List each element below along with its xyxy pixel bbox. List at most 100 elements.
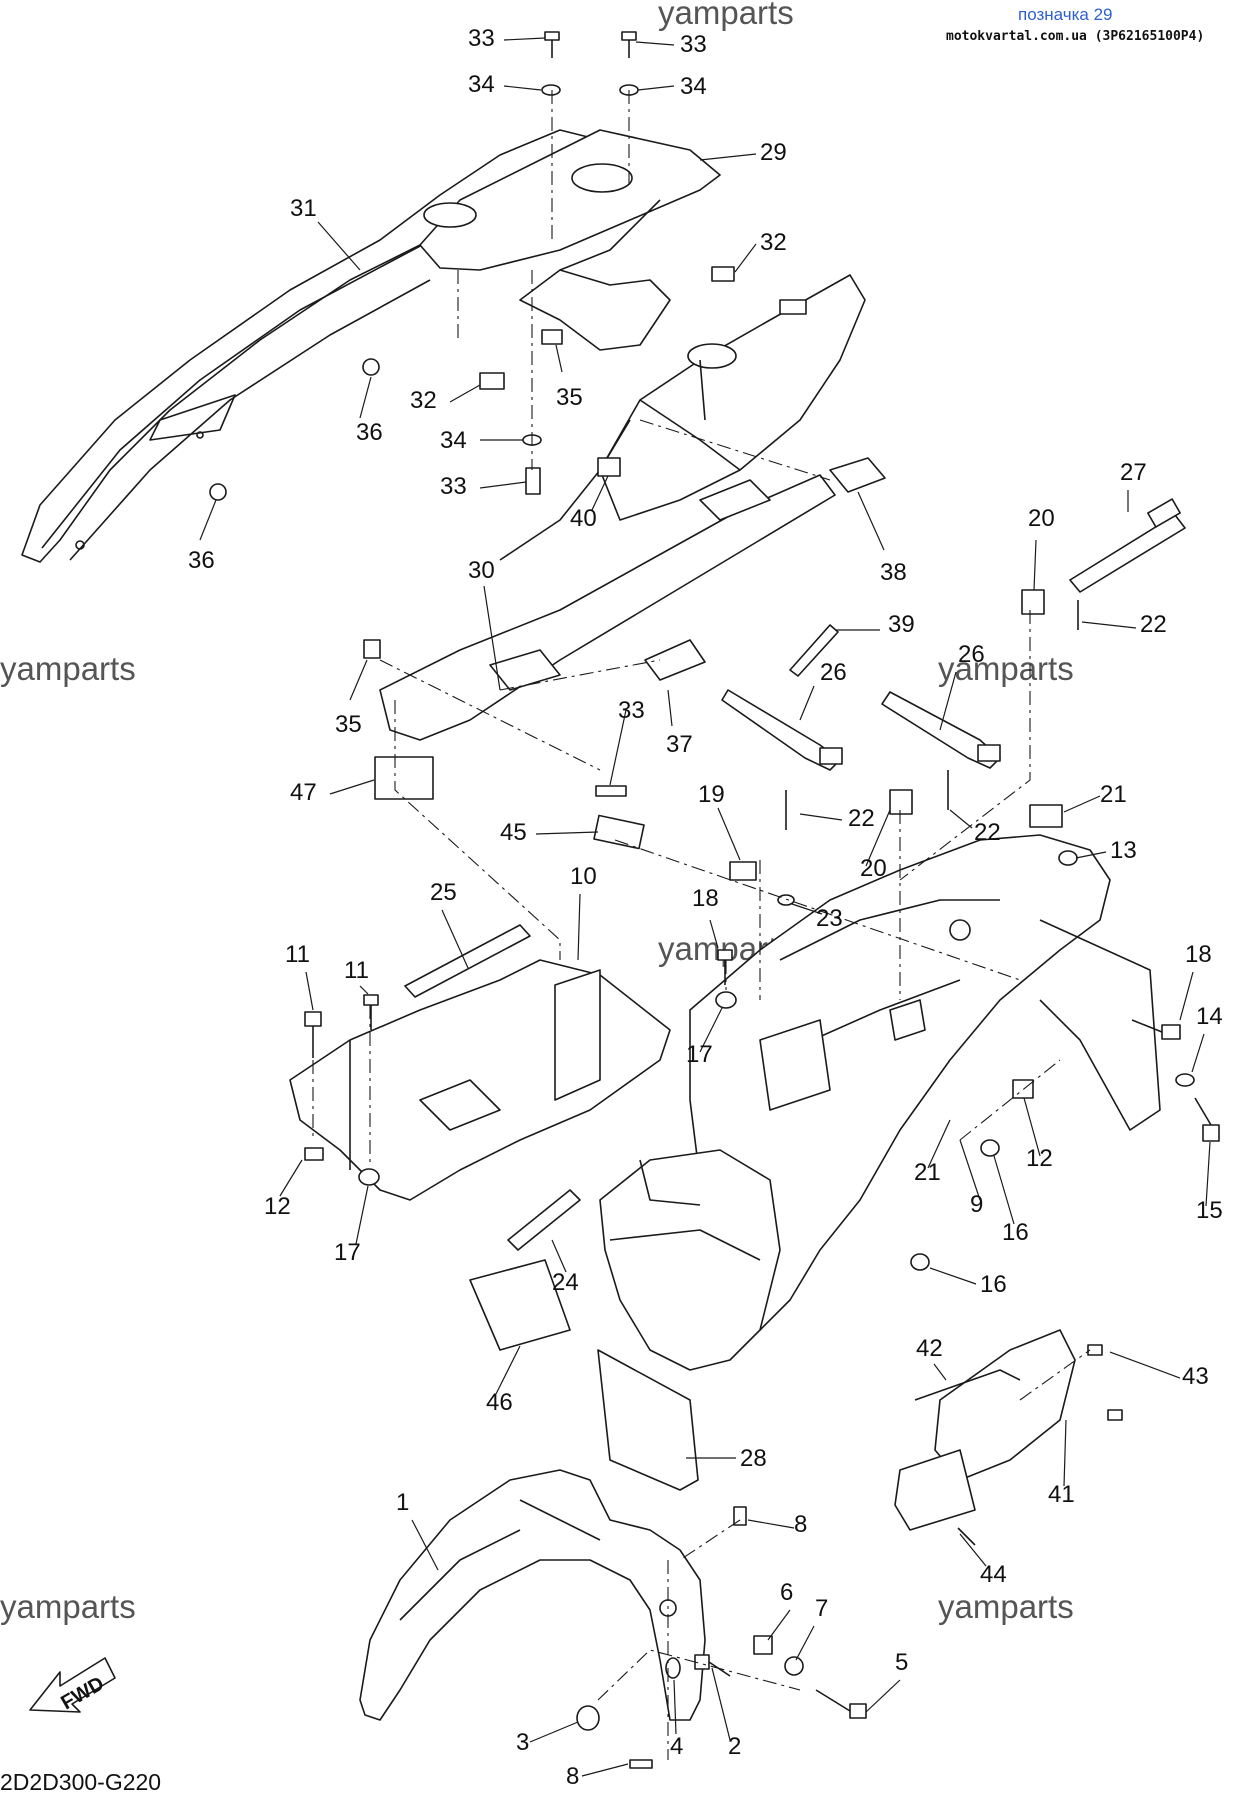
callout-1: 1 <box>396 1489 409 1516</box>
leader-line-33 <box>635 41 675 46</box>
clip-35a <box>541 329 563 345</box>
leader-line-12 <box>1023 1097 1041 1157</box>
sticker-45 <box>593 814 645 850</box>
callout-23: 23 <box>816 905 843 932</box>
clip-19 <box>729 861 757 881</box>
leader-line-5 <box>865 1679 901 1713</box>
callout-39: 39 <box>888 611 915 638</box>
callout-32: 32 <box>760 229 787 256</box>
callout-26: 26 <box>820 659 847 686</box>
rivet-16a <box>980 1139 1000 1157</box>
callout-43: 43 <box>1182 1363 1209 1390</box>
leader-line-36 <box>359 376 372 419</box>
strap-26a <box>721 689 843 771</box>
nut-17b <box>715 991 737 1009</box>
leader-line-32 <box>449 384 481 403</box>
callout-47: 47 <box>290 779 317 806</box>
leader-line-17 <box>355 1185 369 1245</box>
washer-7 <box>784 1656 804 1676</box>
leader-line-43 <box>1109 1351 1181 1379</box>
leader-line-34 <box>503 85 542 91</box>
leader-line-37 <box>667 689 673 727</box>
leader-line-41 <box>1063 1419 1067 1487</box>
bolt-33b <box>621 31 637 58</box>
callout-20: 20 <box>860 855 887 882</box>
callout-9: 9 <box>970 1191 983 1218</box>
leader-line-47 <box>329 779 375 795</box>
clip-21a <box>1029 804 1063 828</box>
callout-16: 16 <box>980 1271 1007 1298</box>
nut-17a <box>358 1168 380 1186</box>
leader-line-8 <box>747 1519 795 1529</box>
callout-15: 15 <box>1196 1197 1223 1224</box>
hardware <box>209 31 1220 1769</box>
callout-13: 13 <box>1110 837 1137 864</box>
bolt-15 <box>1194 1097 1220 1142</box>
leader-line-22 <box>799 813 843 821</box>
block-47 <box>374 756 434 800</box>
callout-22: 22 <box>1140 611 1167 638</box>
leader-line-32 <box>734 243 757 273</box>
leader-line-33 <box>503 37 546 41</box>
screw-18b <box>717 949 733 985</box>
callout-31: 31 <box>290 195 317 222</box>
callout-33: 33 <box>468 25 495 52</box>
clip-35b <box>363 639 381 659</box>
plate-46 <box>469 1259 571 1351</box>
leader-line-24 <box>551 1239 567 1273</box>
callout-18: 18 <box>1185 941 1212 968</box>
callout-4: 4 <box>670 1733 683 1760</box>
callout-22: 22 <box>974 819 1001 846</box>
leader-line-44 <box>959 1533 987 1567</box>
callout-33: 33 <box>440 473 467 500</box>
leader-line-2 <box>711 1667 731 1741</box>
rivet-36b <box>209 483 227 501</box>
leader-line-7 <box>795 1625 815 1661</box>
callout-35: 35 <box>335 711 362 738</box>
leader-line-34 <box>637 85 675 91</box>
strap-26b <box>881 691 1001 769</box>
callout-12: 12 <box>1026 1145 1053 1172</box>
washer-14 <box>1175 1073 1195 1087</box>
nut-32a <box>479 372 505 390</box>
leader-line-16 <box>929 1267 977 1285</box>
seat-plate-29 <box>419 129 721 351</box>
watermark-left-low: yamparts <box>0 1588 136 1625</box>
leader-line-29 <box>699 153 757 161</box>
header-source: motokvartal.com.ua (3P62165100P4) <box>946 29 1204 44</box>
bracket-39 <box>789 624 839 677</box>
grommet-3 <box>576 1705 600 1731</box>
strap-24 <box>507 1189 581 1251</box>
leader-line-31 <box>317 221 361 271</box>
callout-30: 30 <box>468 557 495 584</box>
leader-line-21 <box>1063 795 1101 813</box>
leader-line-26 <box>939 671 957 731</box>
callout-44: 44 <box>980 1561 1007 1588</box>
callout-14: 14 <box>1196 1003 1223 1030</box>
callout-38: 38 <box>880 559 907 586</box>
callout-17: 17 <box>686 1041 713 1068</box>
leader-line-26 <box>799 685 815 721</box>
screw-43a <box>1087 1344 1103 1356</box>
callout-21: 21 <box>1100 781 1127 808</box>
bolt-33a <box>544 31 560 58</box>
watermark-right-mid: yamparts <box>938 650 1074 687</box>
washer-23 <box>777 894 795 906</box>
callout-41: 41 <box>1048 1481 1075 1508</box>
callout-17: 17 <box>334 1239 361 1266</box>
gasket-37 <box>644 639 706 681</box>
callout-25: 25 <box>430 879 457 906</box>
header-title: позначка 29 <box>1018 5 1113 24</box>
callout-3: 3 <box>516 1729 529 1756</box>
leader-line-21 <box>927 1119 951 1169</box>
callout-5: 5 <box>895 1649 908 1676</box>
nut-32c <box>779 299 807 315</box>
clip-12a <box>304 1147 324 1161</box>
callout-8: 8 <box>794 1511 807 1538</box>
leader-line-17 <box>699 1007 723 1053</box>
rivet-16b <box>910 1253 930 1271</box>
diagram-code: 2D2D300-G220 <box>0 1769 161 1795</box>
leader-line-1 <box>411 1519 439 1571</box>
leader-line-4 <box>673 1679 677 1735</box>
